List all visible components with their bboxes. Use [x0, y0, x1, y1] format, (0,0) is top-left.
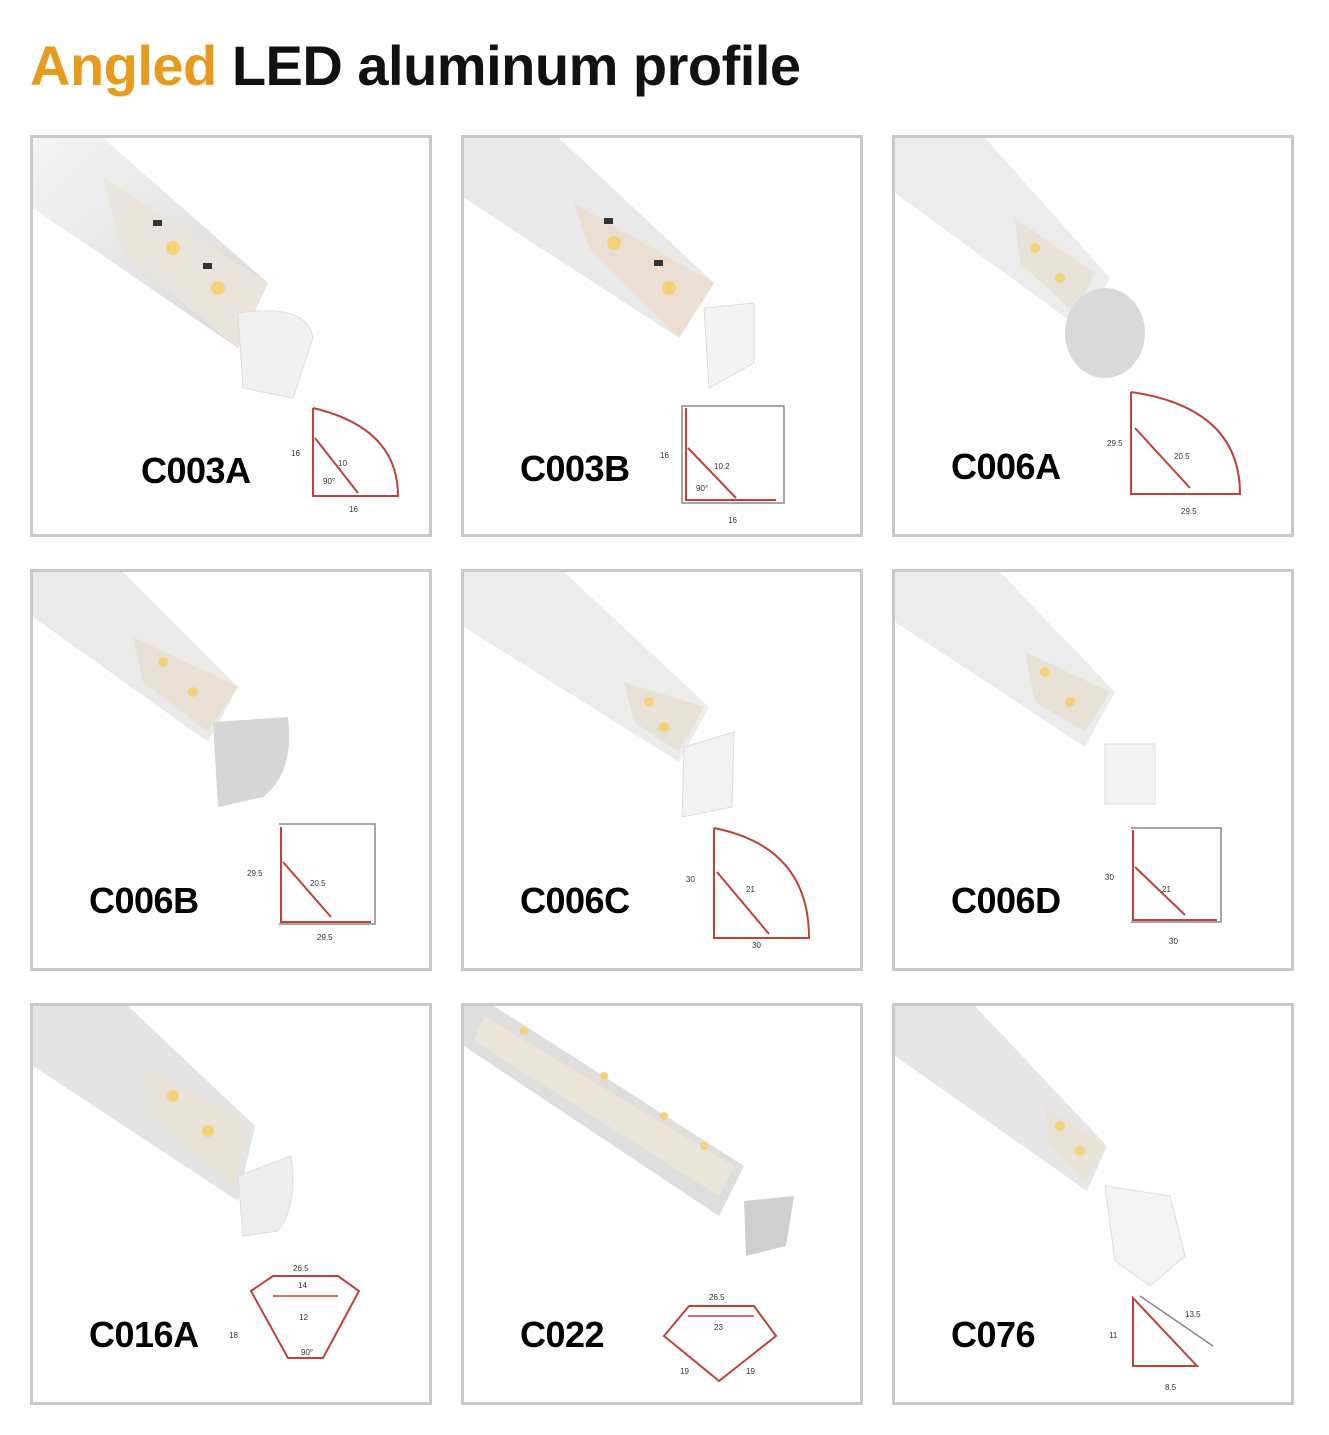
dim-diagonal: 21	[746, 885, 755, 894]
product-code: C006D	[951, 880, 1061, 921]
dim-width: 30	[752, 941, 761, 950]
dim-height: 18	[229, 1331, 238, 1340]
product-photo	[33, 572, 290, 807]
profile-drawing: 30 21 30	[686, 827, 811, 950]
profile-drawing: 16 10.2 90° 16	[660, 405, 785, 525]
product-code: C003A	[141, 450, 251, 491]
product-card-c006c[interactable]: C006C 30 21 30	[461, 569, 863, 971]
product-code: C003B	[520, 448, 630, 489]
title-rest: LED aluminum profile	[231, 34, 801, 97]
profile-drawing: 30 21 30	[1105, 827, 1222, 946]
dim-height: 30	[686, 875, 695, 884]
dim-top: 26.5	[293, 1264, 309, 1273]
profile-drawing: 26.5 23 19 19	[662, 1293, 778, 1383]
product-card-c016a[interactable]: C016A 26.5 14 12 18 90°	[30, 1003, 432, 1405]
profile-drawing: 29.5 20.5 29.5	[247, 823, 376, 942]
dim-diagonal: 13.5	[1185, 1310, 1201, 1319]
product-card-c076[interactable]: C076 13.5 11 8.5	[892, 1003, 1294, 1405]
dim-height: 29.5	[1107, 439, 1123, 448]
dim-height: 30	[1105, 873, 1114, 882]
profile-drawing: 26.5 14 12 18 90°	[229, 1264, 361, 1359]
product-photo	[464, 1006, 794, 1256]
product-code: C022	[520, 1314, 605, 1355]
dim-inner: 23	[714, 1323, 723, 1332]
dim-width: 8.5	[1165, 1383, 1177, 1392]
dim-width: 16	[728, 516, 737, 525]
dim-height: 16	[291, 449, 300, 458]
product-card-c006b[interactable]: C006B 29.5 20.5 29.5	[30, 569, 432, 971]
product-grid: C003A 16 10 90° 16 C003B 16 10.2 90° 16	[30, 135, 1301, 1411]
product-card-c003a[interactable]: C003A 16 10 90° 16	[30, 135, 432, 537]
dim-height: 11	[1109, 1331, 1118, 1340]
product-code: C076	[951, 1314, 1036, 1355]
product-code: C006B	[89, 880, 199, 921]
product-photo	[33, 1006, 294, 1237]
dim-angle: 90°	[323, 477, 335, 486]
dim-width: 30	[1169, 937, 1178, 946]
product-photo	[895, 572, 1156, 805]
dim-left: 19	[680, 1367, 689, 1376]
dim-width: 29.5	[1181, 507, 1197, 516]
product-photo	[895, 1006, 1186, 1287]
product-code: C006C	[520, 880, 630, 921]
dim-diagonal: 10.2	[714, 462, 730, 471]
dim-base: 12	[299, 1313, 308, 1322]
dim-diagonal: 20.5	[310, 879, 326, 888]
page-title: Angled LED aluminum profile	[30, 38, 801, 94]
product-code: C016A	[89, 1314, 199, 1355]
product-card-c003b[interactable]: C003B 16 10.2 90° 16	[461, 135, 863, 537]
product-photo	[464, 572, 735, 818]
product-photo	[464, 138, 755, 389]
dim-diagonal: 20.5	[1174, 452, 1190, 461]
profile-drawing: 29.5 20.5 29.5	[1107, 391, 1242, 516]
profile-drawing: 16 10 90° 16	[291, 407, 400, 514]
product-card-c022[interactable]: C022 26.5 23 19 19	[461, 1003, 863, 1405]
dim-angle: 90°	[301, 1348, 313, 1357]
product-card-c006a[interactable]: C006A 29.5 20.5 29.5	[892, 135, 1294, 537]
dim-right: 19	[746, 1367, 755, 1376]
dim-angle: 90°	[696, 484, 708, 493]
dim-height: 16	[660, 451, 669, 460]
product-card-c006d[interactable]: C006D 30 21 30	[892, 569, 1294, 971]
product-photo	[895, 138, 1145, 378]
dim-top: 26.5	[709, 1293, 725, 1302]
profile-drawing: 13.5 11 8.5	[1109, 1295, 1214, 1392]
product-code: C006A	[951, 446, 1061, 487]
dim-diagonal: 21	[1162, 885, 1171, 894]
product-photo	[33, 138, 314, 399]
dim-diagonal: 10	[338, 459, 347, 468]
dim-inner: 14	[298, 1281, 307, 1290]
title-accent: Angled	[30, 34, 217, 97]
dim-width: 16	[349, 505, 358, 514]
dim-height: 29.5	[247, 869, 263, 878]
dim-width: 29.5	[317, 933, 333, 942]
